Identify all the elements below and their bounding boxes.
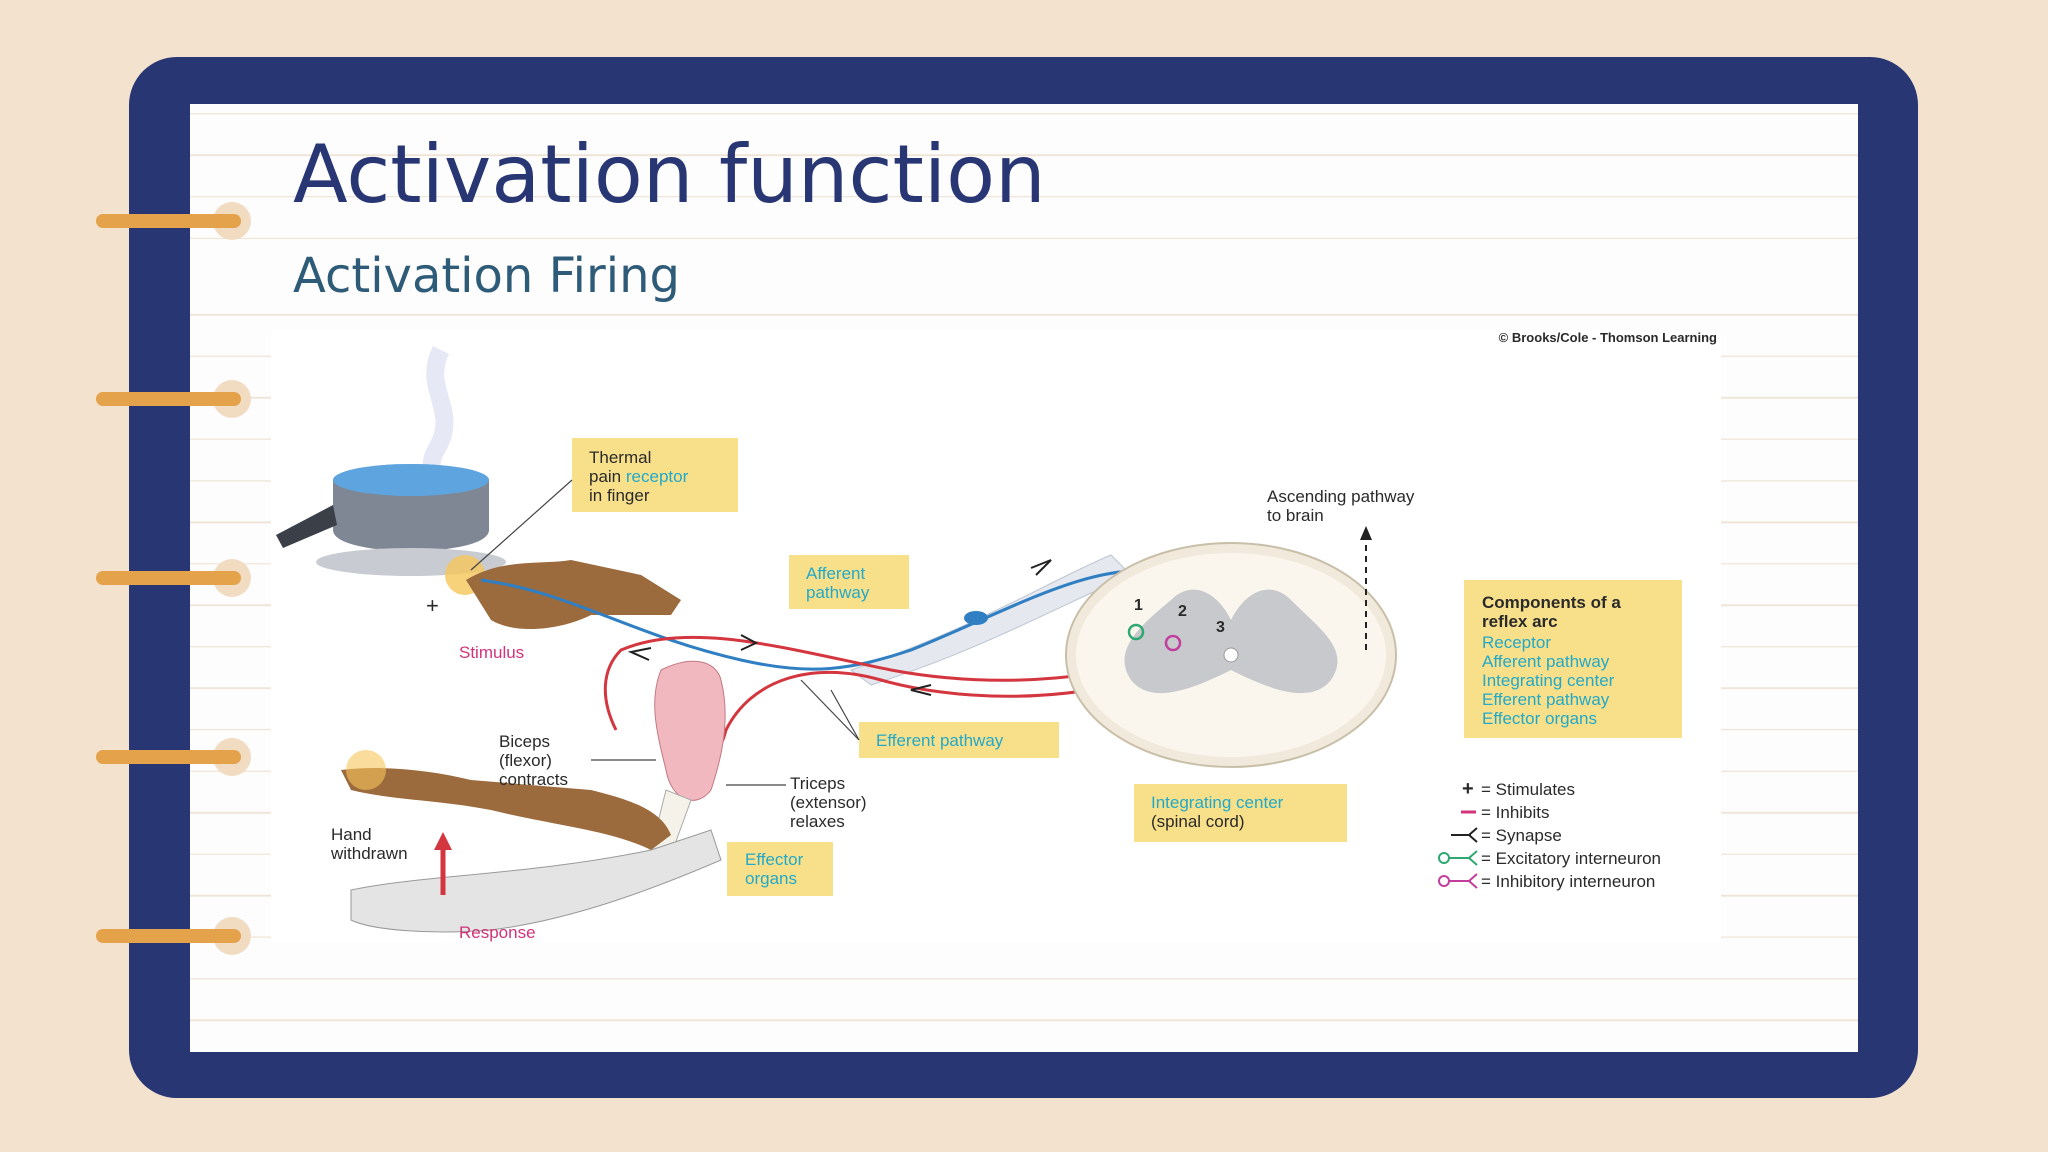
hand-at-pot (466, 560, 681, 630)
binder-ring (96, 571, 241, 585)
response-label: Response (459, 923, 536, 942)
pain-flash-icon (346, 750, 386, 790)
spinal-cord-cross-section (1065, 542, 1397, 768)
components-item: Effector organs (1482, 709, 1597, 728)
synapse-number-3: 3 (1216, 619, 1225, 636)
arrow-icon (910, 684, 932, 696)
stimulus-plus-icon: + (426, 593, 439, 618)
stimulus-label: Stimulus (459, 643, 524, 662)
biceps-label-line1: Biceps (499, 732, 550, 751)
afferent-label-line2: pathway (806, 583, 870, 602)
ascending-pathway-line2: to brain (1267, 506, 1324, 525)
biceps-label-line2: (flexor) (499, 751, 552, 770)
receptor-label-line2: pain receptor (589, 467, 689, 486)
components-item: Efferent pathway (1482, 690, 1610, 709)
binder-ring (96, 750, 241, 764)
triceps-label-line3: relaxes (790, 812, 845, 831)
synapse-number-2: 2 (1178, 603, 1187, 620)
components-item: Afferent pathway (1482, 652, 1610, 671)
afferent-label-box (789, 555, 909, 609)
components-item: Receptor (1482, 633, 1551, 652)
integrating-center-box (1134, 784, 1347, 842)
components-title-line2: reflex arc (1482, 612, 1558, 631)
synapse-number-1: 1 (1134, 597, 1143, 614)
components-title-line1: Components of a (1482, 593, 1621, 612)
slide-subtitle: Activation Firing (293, 248, 680, 304)
plus-icon: + (1462, 778, 1474, 800)
withdrawn-hand (341, 768, 671, 850)
efferent-pointer-line (830, 689, 860, 741)
efferent-label: Efferent pathway (876, 731, 1004, 750)
efferent-pointer-line (800, 679, 860, 741)
arrow-up-icon (434, 832, 452, 850)
receptor-pointer-line (470, 479, 573, 571)
biceps-label-line3: contracts (499, 770, 568, 789)
legend-item: = Inhibitory interneuron (1481, 872, 1655, 891)
legend-item: = Excitatory interneuron (1481, 849, 1661, 868)
legend: + = Stimulates = Inhibits = Synapse = Ex… (1438, 778, 1661, 891)
legend-item: = Stimulates (1481, 780, 1575, 799)
triceps-label-line1: Triceps (790, 774, 845, 793)
legend-item: = Synapse (1481, 826, 1562, 845)
reflex-arc-diagram: © Brooks/Cole - Thomson Learning + Therm… (271, 330, 1721, 942)
efferent-label-box (859, 722, 1059, 758)
effector-label-line1: Effector (745, 850, 804, 869)
efferent-pathway-biceps (603, 635, 1152, 731)
effector-label-line2: organs (745, 869, 797, 888)
arrow-icon (740, 634, 759, 651)
biceps-muscle (654, 660, 726, 801)
inhibitory-interneuron-icon (1164, 634, 1182, 652)
ascending-pathway-line1: Ascending pathway (1267, 487, 1415, 506)
arrow-icon (627, 647, 652, 661)
relaxed-hand-outline (350, 829, 722, 933)
inhibitory-interneuron-icon (1438, 875, 1450, 887)
receptor-label-line1: Thermal (589, 448, 651, 467)
binder-ring (96, 929, 241, 943)
excitatory-interneuron-icon (1127, 623, 1145, 641)
binder-ring (96, 214, 241, 228)
excitatory-interneuron-icon (1438, 852, 1450, 864)
receptor-label-line3: in finger (589, 486, 650, 505)
receptor-label-box (572, 438, 738, 512)
neuron-cell-body-icon (964, 611, 988, 625)
components-item: Integrating center (1482, 671, 1615, 690)
hand-withdrawn-line1: Hand (331, 825, 372, 844)
triceps-label-line2: (extensor) (790, 793, 867, 812)
components-box (1464, 580, 1682, 738)
legend-item: = Inhibits (1481, 803, 1550, 822)
slide-title: Activation function (293, 128, 1046, 221)
integrating-center-line2: (spinal cord) (1151, 812, 1245, 831)
hand-withdrawn-line2: withdrawn (330, 844, 408, 863)
arrow-icon (1030, 559, 1052, 576)
afferent-label-line1: Afferent (806, 564, 866, 583)
synapse-icon (1451, 827, 1478, 843)
arrow-up-icon (1360, 526, 1372, 540)
integrating-center-line1: Integrating center (1151, 793, 1284, 812)
binder-ring (96, 392, 241, 406)
credit-text: © Brooks/Cole - Thomson Learning (1499, 330, 1717, 345)
effector-label-box (727, 842, 833, 896)
